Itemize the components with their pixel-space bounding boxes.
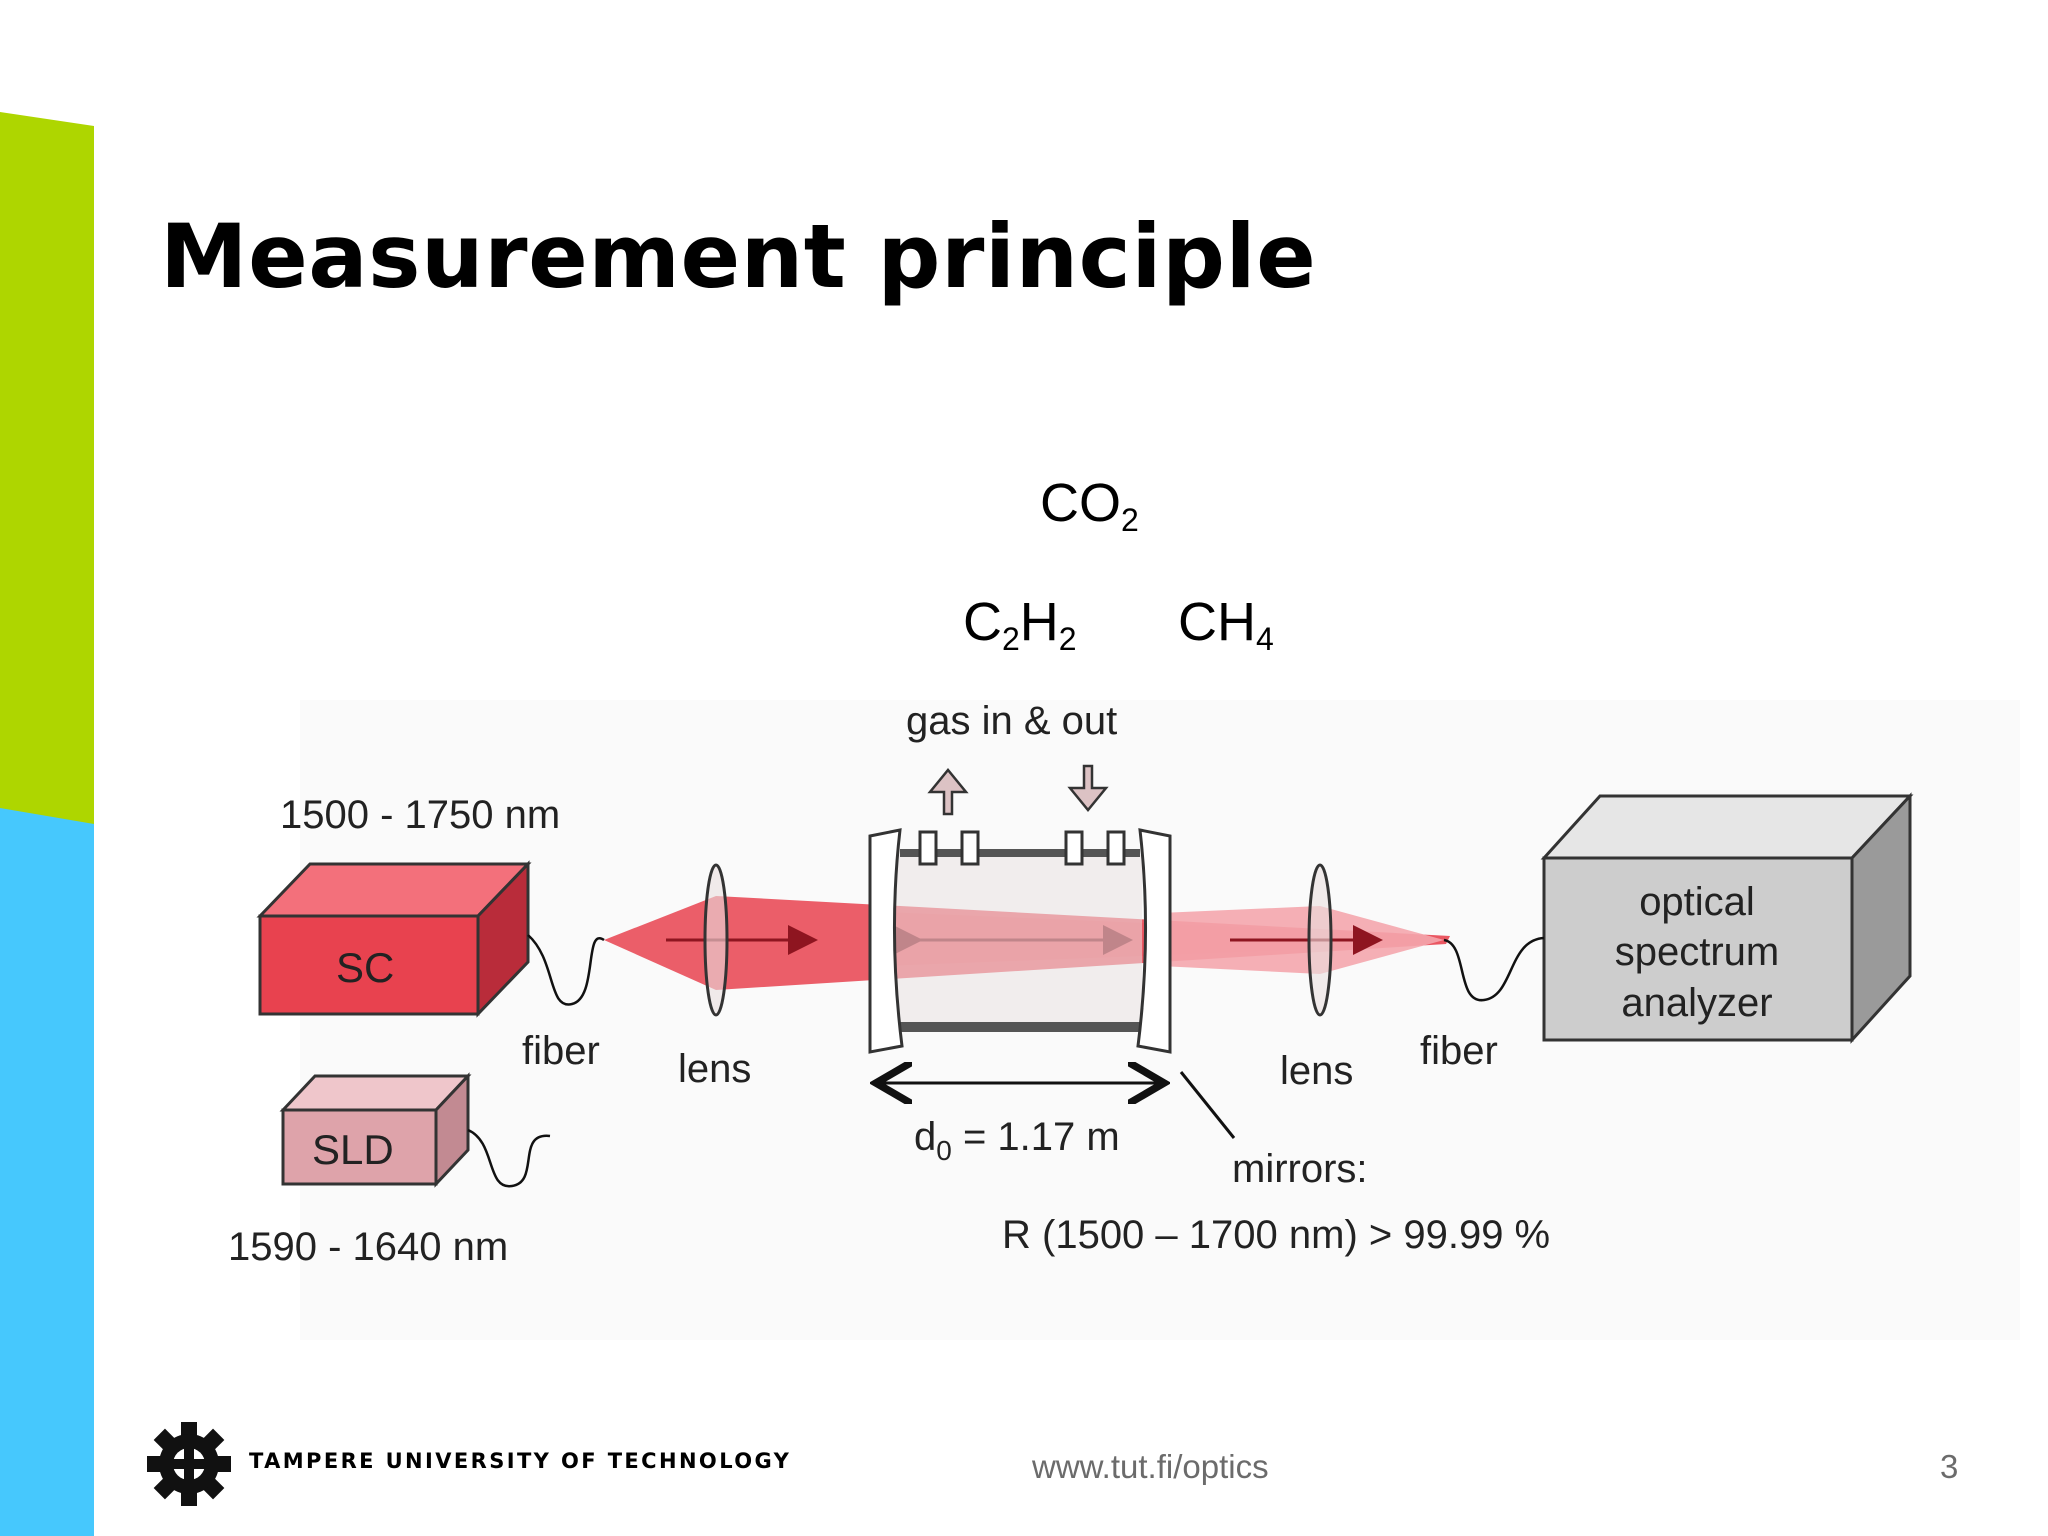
sc-range-label: 1500 - 1750 nm <box>280 793 560 837</box>
mirror-left <box>868 828 904 1054</box>
gas-cell-bottom-wall <box>900 1022 1140 1032</box>
gas-cell-top-wall <box>900 849 1140 857</box>
sld-label: SLD <box>312 1126 394 1173</box>
port-left-2 <box>960 830 980 866</box>
fiber-left <box>527 934 605 1006</box>
osa-label-line3: analyzer <box>1621 981 1772 1025</box>
fiber-right-label: fiber <box>1420 1029 1498 1073</box>
fiber-right <box>1443 936 1545 1002</box>
accent-stripe-green <box>0 112 94 824</box>
lens-right-label: lens <box>1280 1049 1353 1093</box>
gas-co2: CO2 <box>1040 473 1139 538</box>
mirror-right <box>1136 828 1172 1054</box>
gas-ch4: CH4 <box>1178 592 1274 657</box>
port-left-1 <box>918 830 938 866</box>
gas-in-arrow-icon <box>927 768 969 816</box>
lens-left <box>703 863 729 1017</box>
fiber-left-label: fiber <box>522 1029 600 1073</box>
sc-label: SC <box>336 944 394 991</box>
footer-url: www.tut.fi/optics <box>1032 1448 1269 1485</box>
sld-range-label: 1590 - 1640 nm <box>228 1225 508 1269</box>
mirror-pointer-line <box>1179 1071 1236 1139</box>
sld-box-front <box>281 1108 438 1186</box>
port-right-2 <box>1106 830 1126 866</box>
mirrors-label: mirrors: <box>1232 1147 1368 1191</box>
osa-box-front <box>1542 856 1854 1042</box>
university-gear-logo-icon <box>147 1422 231 1506</box>
slide-title: Measurement principle <box>160 205 1317 308</box>
footer-organization: TAMPERE UNIVERSITY OF TECHNOLOGY <box>249 1449 792 1473</box>
osa-box-top <box>1540 794 1914 860</box>
lens-right <box>1307 863 1333 1017</box>
gas-cell-body <box>896 855 1142 1023</box>
osa-label-line2: spectrum <box>1615 930 1780 974</box>
fiber-sld <box>467 1128 551 1188</box>
port-right-1 <box>1064 830 1084 866</box>
accent-stripe-blue <box>0 808 94 1536</box>
sc-box-front <box>258 914 480 1016</box>
gas-c2h2: C2H2 <box>963 592 1077 657</box>
osa-label-line1: optical <box>1639 880 1755 924</box>
gas-in-out-label: gas in & out <box>906 699 1117 743</box>
gas-out-arrow-icon <box>1067 764 1109 812</box>
reflectivity-label: R (1500 – 1700 nm) > 99.99 % <box>1002 1213 1550 1257</box>
distance-label: d0 = 1.17 m <box>914 1115 1120 1166</box>
lens-left-label: lens <box>678 1047 751 1091</box>
slide-number: 3 <box>1940 1448 1959 1485</box>
